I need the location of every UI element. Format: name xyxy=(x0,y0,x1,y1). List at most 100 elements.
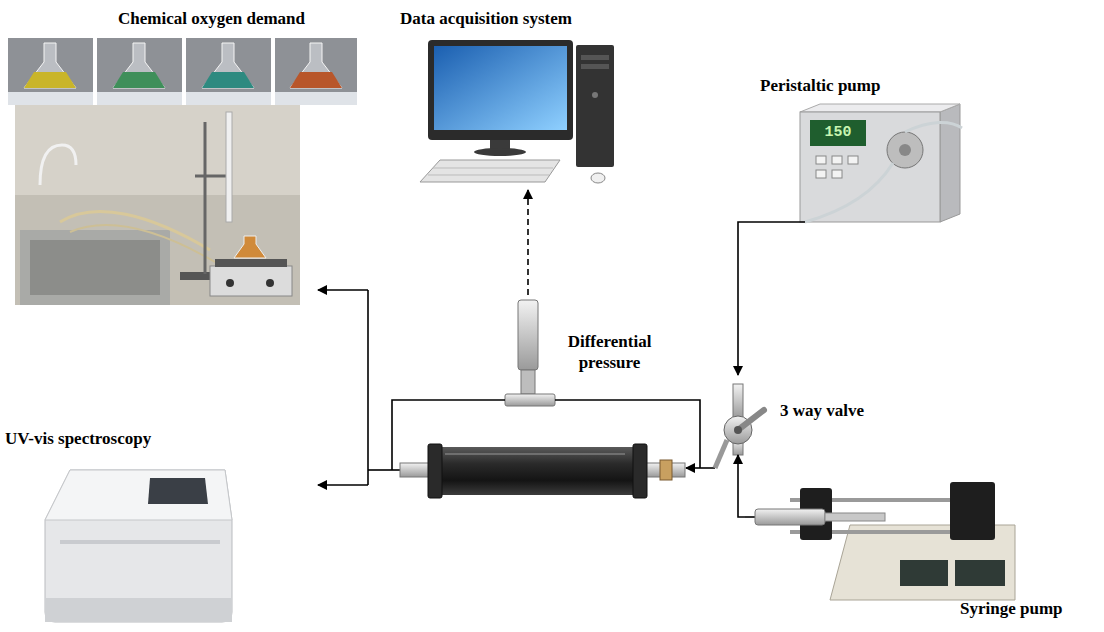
flask-photo xyxy=(24,43,76,88)
computer-icon xyxy=(576,45,614,167)
spectrophotometer-icon xyxy=(45,470,232,520)
tubing-line xyxy=(686,467,715,469)
flask-photo xyxy=(8,38,93,105)
flow-arrow xyxy=(738,222,748,375)
flask-photo xyxy=(113,43,165,88)
flask-photo xyxy=(97,92,182,105)
cod-apparatus-photo xyxy=(215,259,287,267)
spectrophotometer-icon xyxy=(148,478,208,504)
flask-photo xyxy=(113,72,165,88)
computer-icon xyxy=(581,55,609,60)
computer-icon xyxy=(433,168,553,169)
spectrophotometer-icon xyxy=(60,540,220,544)
flask-photo xyxy=(202,72,254,88)
tubing-line xyxy=(318,484,368,486)
tubing-line xyxy=(745,516,755,518)
tubing-line xyxy=(368,469,400,471)
flask-photo xyxy=(290,43,342,88)
display-reading: 150 xyxy=(810,122,866,144)
cod-apparatus-photo xyxy=(226,279,234,287)
peristaltic-pump: Peristaltic pump xyxy=(748,70,968,230)
flask-photo xyxy=(97,38,182,105)
three-way-valve-icon xyxy=(738,410,764,430)
flask-photo xyxy=(24,72,76,88)
syringe-pump-icon xyxy=(955,560,1005,586)
three-way-valve-icon xyxy=(734,426,742,434)
peristaltic-pump-icon xyxy=(848,156,858,164)
cod-apparatus-photo xyxy=(30,240,160,295)
spectrophotometer-icon xyxy=(45,598,232,622)
cod-apparatus-photo xyxy=(20,230,170,305)
peristaltic-pump-icon xyxy=(800,104,960,112)
computer-icon xyxy=(420,40,614,183)
peristaltic-pump-icon xyxy=(816,170,826,178)
core-holder-column xyxy=(428,444,442,498)
cod-apparatus-photo xyxy=(266,279,274,287)
computer-icon xyxy=(434,46,567,130)
core-holder-column xyxy=(435,447,640,495)
peristaltic-pump-icon xyxy=(899,144,911,156)
peristaltic-pump-icon xyxy=(800,112,940,222)
three-way-valve-icon xyxy=(733,384,743,418)
cod-apparatus-photo xyxy=(195,175,230,178)
computer-icon xyxy=(428,40,573,140)
tubing-line xyxy=(318,290,755,517)
spectrophotometer-icon xyxy=(45,470,232,622)
core-holder-column xyxy=(633,444,647,498)
computer-icon xyxy=(592,92,598,98)
cod-apparatus-photo xyxy=(15,105,300,305)
spectrophotometer: UV-vis spectroscopy xyxy=(3,425,243,630)
daq-computer: Data acquisition system xyxy=(395,5,620,190)
three-way-valve: 3 way valve xyxy=(705,375,890,455)
flask-photo xyxy=(275,92,357,105)
core-holder-column xyxy=(400,444,685,498)
flask-photo xyxy=(202,43,254,88)
equipment-label: UV-vis spectroscopy xyxy=(5,428,151,449)
flow-arrow xyxy=(738,455,745,517)
cod-apparatus-photo xyxy=(70,225,215,262)
flask-photo xyxy=(290,72,342,88)
cod-apparatus-photo xyxy=(60,211,210,250)
peristaltic-pump-icon xyxy=(800,104,962,222)
flask-photo xyxy=(186,92,271,105)
computer-icon xyxy=(420,160,560,182)
pressure-transducer-icon xyxy=(505,300,555,406)
flask-photo xyxy=(275,38,357,105)
equipment-label: Chemical oxygen demand xyxy=(118,8,305,29)
syringe-pump-icon xyxy=(755,482,1015,600)
peristaltic-pump-icon xyxy=(905,122,962,132)
pressure-transducer: Differential pressure xyxy=(505,295,670,395)
cod-apparatus-photo xyxy=(15,105,300,195)
cod-apparatus-photo xyxy=(226,112,232,222)
tubing-line xyxy=(367,290,369,485)
spectrophotometer-icon xyxy=(45,470,232,622)
computer-icon xyxy=(581,64,609,69)
flow-arrow xyxy=(527,190,529,295)
tubing-line xyxy=(748,221,805,223)
cod-apparatus-photo xyxy=(15,105,300,305)
flask-photo xyxy=(8,38,93,105)
syringe-pump-icon xyxy=(755,509,825,525)
flask-photo xyxy=(275,38,357,105)
cod-apparatus-photo xyxy=(210,266,292,296)
peristaltic-pump-icon xyxy=(887,132,923,168)
cod-setup: Chemical oxygen demand xyxy=(5,5,360,307)
three-way-valve-icon xyxy=(715,440,727,468)
core-holder-column xyxy=(445,453,625,455)
peristaltic-pump-icon xyxy=(805,163,893,222)
core-holder-column xyxy=(400,463,430,477)
display-reading: 150 xyxy=(810,122,866,144)
equipment-label: Data acquisition system xyxy=(400,8,572,29)
equipment-label: Peristaltic pump xyxy=(760,75,880,96)
peristaltic-pump-icon xyxy=(810,120,866,146)
pressure-transducer-icon xyxy=(521,370,535,394)
pressure-transducer-icon xyxy=(518,300,538,370)
flask-photo xyxy=(97,38,182,105)
core-holder-column xyxy=(660,460,672,480)
equipment-label: Differential pressure xyxy=(557,331,662,373)
peristaltic-pump-icon xyxy=(816,156,826,164)
